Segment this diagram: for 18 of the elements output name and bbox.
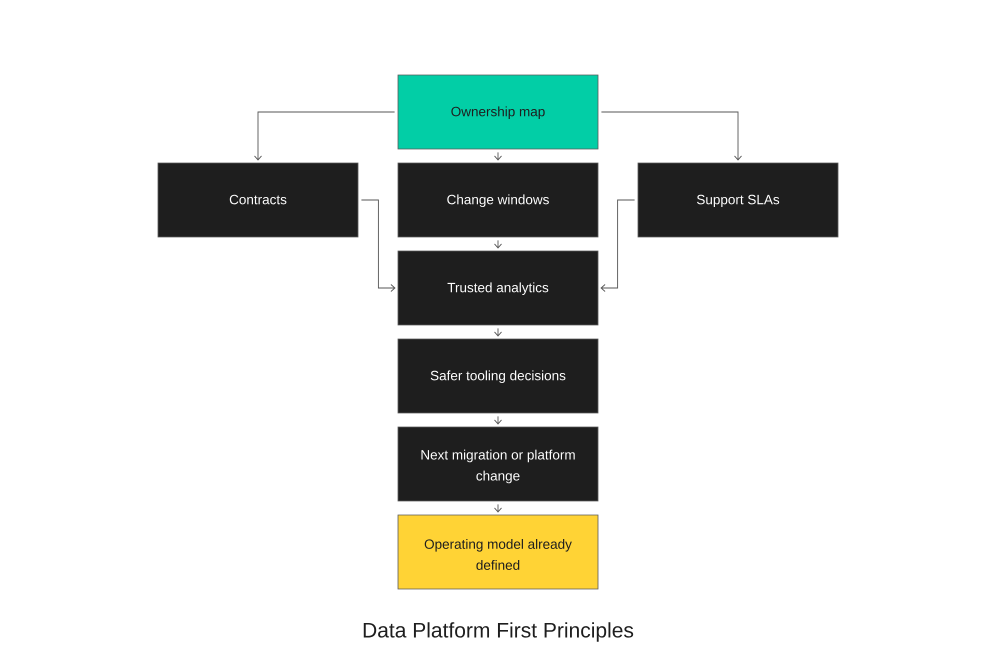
arrow bbox=[254, 112, 396, 161]
arrow bbox=[494, 152, 502, 161]
arrow bbox=[494, 328, 502, 337]
process-box: Contracts bbox=[158, 162, 358, 238]
arrow bbox=[494, 504, 502, 513]
process-box: Ownership map bbox=[398, 74, 598, 150]
arrow bbox=[600, 200, 636, 292]
process-box: Support SLAs bbox=[638, 162, 838, 238]
arrow bbox=[494, 240, 502, 249]
caption: Data Platform First Principles bbox=[364, 622, 634, 642]
process-box: Safer tooling decisions bbox=[398, 338, 598, 414]
process-box: Change windows bbox=[398, 162, 598, 238]
arrow bbox=[494, 416, 502, 425]
process-box: Trusted analytics bbox=[398, 250, 598, 326]
arrow bbox=[360, 200, 396, 292]
process-box: Next migration or platform change bbox=[398, 426, 598, 502]
process-box: Operating model already defined bbox=[398, 514, 598, 590]
arrow bbox=[600, 112, 742, 161]
